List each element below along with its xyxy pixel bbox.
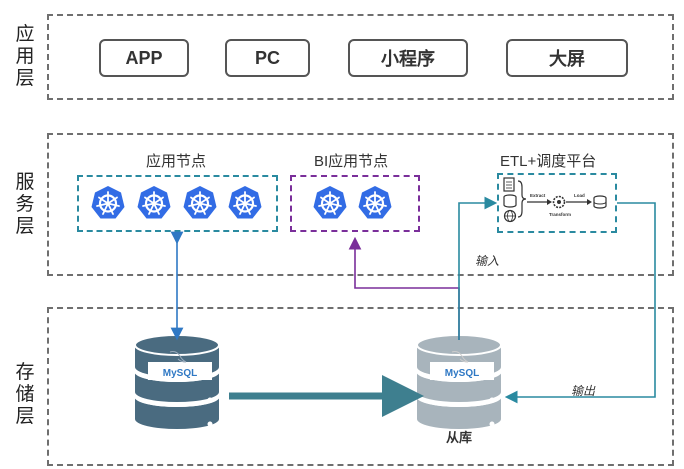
gear-icon — [552, 195, 566, 209]
slave-mysql-logo: MySQL — [445, 368, 479, 379]
dolphin-icon — [169, 351, 187, 363]
dolphin-icon — [451, 351, 469, 363]
kubernetes-icon — [91, 186, 125, 219]
big-screen-button[interactable]: 大屏 — [506, 39, 628, 77]
etl-load-label: Load — [574, 193, 585, 198]
kubernetes-icon — [137, 186, 171, 219]
document-icon — [503, 177, 515, 192]
slave-db-label: 从库 — [446, 430, 473, 445]
storage-layer — [47, 307, 674, 466]
pc-button[interactable]: PC — [225, 39, 310, 77]
service-layer — [47, 133, 674, 276]
etl-transform-label: Transform — [549, 212, 571, 217]
etl-input-link — [458, 196, 498, 340]
app-layer-label: 应用层 — [15, 24, 35, 89]
slave-database[interactable] — [416, 334, 502, 429]
output-flow-label: 输出 — [571, 384, 596, 398]
app-layer — [47, 14, 674, 100]
etl-extract-label: Extract — [530, 193, 546, 198]
etl-output-link — [504, 202, 656, 404]
etl-box — [497, 173, 617, 233]
master-mysql-logo: MySQL — [163, 368, 197, 379]
app-button[interactable]: APP — [99, 39, 189, 77]
master-db-label: 主库 — [164, 430, 191, 445]
etl-title: ETL+调度平台 — [500, 153, 597, 170]
app-nodes-title: 应用节点 — [146, 153, 207, 170]
bi-nodes-box — [290, 175, 420, 232]
app-nodes-box — [77, 175, 278, 232]
database-icon — [593, 195, 607, 209]
slave-bi-link — [348, 236, 460, 340]
bi-nodes-title: BI应用节点 — [314, 153, 389, 170]
storage-layer-label: 存储层 — [15, 362, 35, 427]
mini-program-button[interactable]: 小程序 — [348, 39, 468, 77]
input-flow-label: 输入 — [475, 254, 500, 268]
kubernetes-icon — [358, 186, 392, 219]
kubernetes-icon — [183, 186, 217, 219]
master-database[interactable] — [134, 334, 220, 429]
service-layer-label: 服务层 — [15, 172, 35, 237]
database-icon — [503, 194, 517, 208]
globe-icon — [503, 209, 517, 223]
kubernetes-icon — [313, 186, 347, 219]
kubernetes-icon — [228, 186, 262, 219]
